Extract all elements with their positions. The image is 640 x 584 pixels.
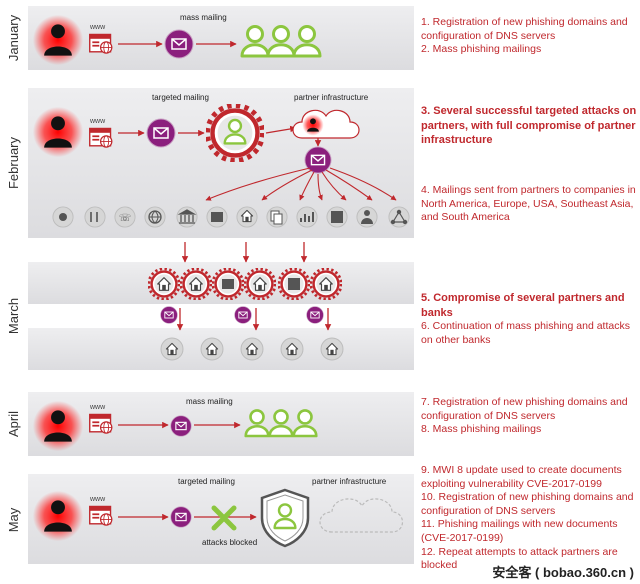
user-group-icon xyxy=(240,25,322,58)
note-4: 4. Mailings sent from partners to compan… xyxy=(421,184,636,224)
envelope-icon xyxy=(304,146,332,174)
notes-march: 5. Compromise of several partners and ba… xyxy=(421,291,637,347)
web-browser-icon xyxy=(89,127,113,148)
month-label-march: March xyxy=(6,298,21,334)
attacks-blocked-label: attacks blocked xyxy=(202,538,257,547)
envelope-icon xyxy=(234,306,252,324)
web-browser-icon xyxy=(89,413,113,434)
restaurant-icon xyxy=(84,206,106,228)
note-5: 5. Compromise of several partners and ba… xyxy=(421,292,625,319)
partner-infrastructure-label: partner infrastructure xyxy=(294,93,369,102)
compromised-partner-icon xyxy=(207,105,262,160)
flow-arrow xyxy=(265,125,297,134)
mass-mailing-label: mass mailing xyxy=(186,397,233,406)
note-8: 8. Mass phishing mailings xyxy=(421,423,542,436)
person-badge-icon xyxy=(356,206,378,228)
compromised-partners-row xyxy=(148,268,342,300)
month-label-may: May xyxy=(6,507,21,532)
notes-february-highlight: 3. Several successful targeted attacks o… xyxy=(421,104,637,148)
notes-january: 1. Registration of new phishing domains … xyxy=(421,16,637,57)
month-label-april: April xyxy=(6,411,21,437)
cloud-icon xyxy=(319,498,404,533)
fan-out-arrows xyxy=(205,167,397,201)
web-browser-icon xyxy=(89,505,113,526)
envelope-icon xyxy=(170,506,192,528)
envelope-icon xyxy=(164,29,194,59)
target-sector-icons: ☏ xyxy=(52,206,410,228)
note-12: 12. Repeat attempts to attack partners a… xyxy=(421,545,618,572)
notes-april: 7. Registration of new phishing domains … xyxy=(421,396,637,437)
targeted-mailing-label: targeted mailing xyxy=(178,477,235,486)
shield-user-icon xyxy=(260,488,310,548)
www-label: www xyxy=(89,118,106,125)
note-6: 6. Continuation of mass phishing and att… xyxy=(421,320,630,346)
hooded-attacker-icon xyxy=(32,400,84,452)
watermark: 安全客 ( bobao.360.cn ) xyxy=(492,565,634,580)
www-label: www xyxy=(89,404,106,411)
mass-mailing-label: mass mailing xyxy=(180,13,227,22)
envelope-icon xyxy=(170,415,192,437)
hooded-attacker-icon xyxy=(302,114,324,136)
envelope-icon xyxy=(306,306,324,324)
user-group-icon xyxy=(244,409,318,438)
note-11: 11. Phishing mailings with new documents… xyxy=(421,518,618,544)
hooded-attacker-icon xyxy=(32,14,84,66)
web-browser-icon xyxy=(89,33,113,54)
note-9: 9. MWI 8 update used to create documents… xyxy=(421,464,622,490)
note-10: 10. Registration of new phishing domains… xyxy=(421,491,634,517)
note-3: 3. Several successful targeted attacks o… xyxy=(421,105,637,146)
envelope-icon xyxy=(160,306,178,324)
chart-icon xyxy=(296,206,318,228)
www-label: www xyxy=(89,496,106,503)
www-label: www xyxy=(89,24,106,31)
note-7: 7. Registration of new phishing domains … xyxy=(421,396,628,422)
notes-february: 4. Mailings sent from partners to compan… xyxy=(421,184,637,225)
note-2: 2. Mass phishing mailings xyxy=(421,43,542,56)
partner-infrastructure-label: partner infrastructure xyxy=(312,477,387,486)
month-label-january: January xyxy=(6,14,21,61)
hooded-attacker-icon xyxy=(32,490,84,542)
svg-text:☏: ☏ xyxy=(119,213,132,224)
month-label-february: February xyxy=(6,136,21,189)
note-1: 1. Registration of new phishing domains … xyxy=(421,16,628,42)
notes-may: 9. MWI 8 update used to create documents… xyxy=(421,464,637,573)
x-mark-icon xyxy=(211,505,237,531)
targeted-mailing-label: targeted mailing xyxy=(152,93,209,102)
envelope-icon xyxy=(146,118,176,148)
hooded-attacker-icon xyxy=(32,106,84,158)
